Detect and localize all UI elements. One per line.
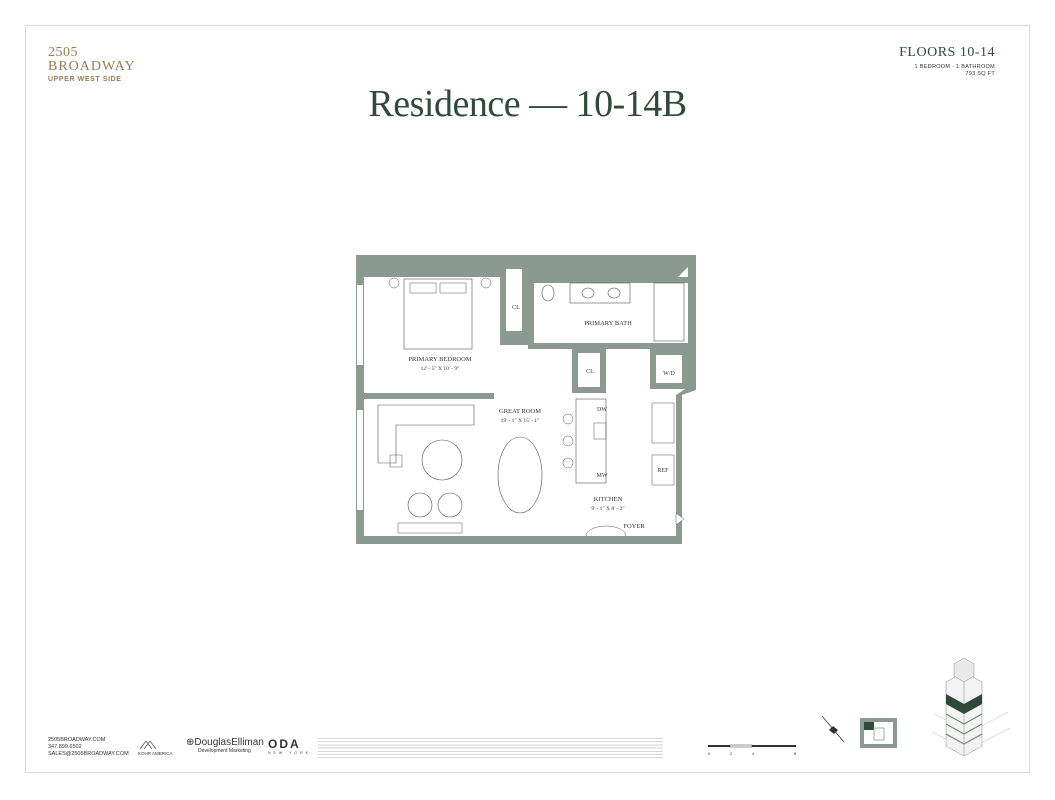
oda-logo: ODA NEW YORK: [268, 737, 311, 755]
north-arrow-icon: [818, 712, 848, 751]
contact-email[interactable]: SALES@2505BROADWAY.COM: [48, 751, 129, 757]
unit-highlight: [864, 722, 874, 730]
page-frame: [25, 25, 1030, 773]
bed: [403, 278, 473, 350]
wall-bath-bottom: [534, 343, 688, 349]
stool: [562, 457, 574, 469]
de-mark-icon: ⊕: [186, 737, 195, 748]
vanity: [569, 282, 631, 304]
label-wd: W/D: [663, 371, 675, 377]
label-cl-1: CL: [512, 305, 520, 311]
key-plan: [860, 718, 897, 748]
label-cl-2: CL: [586, 369, 594, 375]
coffee-table: [421, 439, 463, 481]
closet-2: [578, 353, 600, 387]
contact-phone[interactable]: 347.899.6502: [48, 744, 82, 750]
label-great-room: GREAT ROOM: [499, 408, 541, 415]
stool: [562, 435, 574, 447]
wall-bath-left: [528, 277, 534, 349]
wall-bedroom-great: [364, 393, 494, 399]
scale-bar-drawing: 0 2 4 8: [708, 744, 797, 756]
contact-block: 2505BROADWAY.COM 347.899.6502 SALES@2505…: [48, 737, 129, 758]
douglas-elliman-logo: ⊕DouglasElliman Development Marketing: [186, 737, 264, 754]
koa-logo: KOHR AMERICA: [138, 740, 178, 756]
label-kitchen: KITCHEN: [594, 496, 623, 503]
floors-size: 793 SQ FT: [965, 71, 995, 77]
toilet: [541, 284, 555, 302]
laundry-box: [656, 355, 682, 383]
building-axonometric: [928, 654, 1012, 766]
side-table: [389, 454, 403, 468]
console: [397, 522, 463, 534]
scale-tick: 0: [708, 751, 711, 756]
oda-logo-subtext: NEW YORK: [268, 751, 311, 755]
nightstand: [480, 277, 492, 289]
label-dw: DW: [597, 407, 607, 413]
scale-bar: 0 2 4 8: [706, 743, 800, 762]
floors-info: FLOORS 10-14 1 BEDROOM · 1 BATHROOM 793 …: [899, 45, 995, 77]
brand-line-3: UPPER WEST SIDE: [48, 76, 122, 83]
label-primary-bedroom-dims: 12' - 5" X 10' - 9": [421, 366, 460, 372]
label-primary-bedroom: PRIMARY BEDROOM: [408, 356, 471, 363]
legal-disclaimer: [318, 738, 663, 760]
disclaimer-fine-print: [318, 738, 663, 760]
scale-tick: 2: [730, 751, 733, 756]
brand-line-1: 2505: [48, 45, 78, 60]
window: [357, 285, 363, 365]
armchair: [407, 492, 433, 518]
range: [651, 402, 675, 444]
sofa: [377, 404, 475, 464]
dining-table: [497, 436, 543, 514]
page-title: Residence — 10-14B: [368, 83, 687, 125]
label-great-room-dims: 19' - 1" X 15' - 1": [501, 418, 540, 424]
nightstand: [388, 277, 400, 289]
window: [357, 410, 363, 510]
koa-mark-icon: [139, 740, 157, 750]
contact-web[interactable]: 2505BROADWAY.COM: [48, 737, 106, 743]
de-logo-subtext: Development Marketing: [198, 748, 251, 754]
entry-arrow-icon: [675, 512, 685, 526]
label-kitchen-dims: 9' - 1" X 8' - 2": [591, 506, 624, 512]
brand-line-2: BROADWAY: [48, 59, 136, 74]
stool: [562, 413, 574, 425]
brand-logo: 2505 BROADWAY UPPER WEST SIDE: [48, 45, 136, 84]
label-primary-bath: PRIMARY BATH: [584, 320, 632, 327]
sink: [581, 287, 595, 299]
label-ref: REF: [657, 468, 669, 474]
shower: [653, 282, 685, 342]
floor-plan: CL PRIMARY BATH PRIMARY BEDROOM 12' - 5"…: [356, 255, 697, 544]
kitchen-sink: [593, 422, 607, 440]
kitchen-island: [575, 398, 607, 484]
floor-plan-drawing: CL PRIMARY BATH PRIMARY BEDROOM 12' - 5"…: [356, 255, 696, 544]
entry-door-swing: [585, 525, 627, 537]
armchair: [437, 492, 463, 518]
koa-logo-text: KOHR AMERICA: [138, 751, 173, 756]
wall-bath-top: [528, 277, 688, 283]
pillow: [409, 282, 437, 294]
sink: [607, 287, 621, 299]
floors-label: FLOORS 10-14: [899, 45, 995, 60]
scale-tick: 8: [794, 751, 797, 756]
label-foyer: FOYER: [623, 523, 645, 530]
label-mw: MW: [597, 473, 608, 479]
pillow: [439, 282, 467, 294]
oda-logo-text: ODA: [268, 737, 301, 751]
refrigerator: [651, 454, 675, 486]
floors-rooms: 1 BEDROOM · 1 BATHROOM: [914, 64, 995, 70]
closet-1: [506, 269, 522, 331]
de-logo-text: DouglasElliman: [194, 737, 264, 748]
scale-tick: 4: [752, 751, 755, 756]
